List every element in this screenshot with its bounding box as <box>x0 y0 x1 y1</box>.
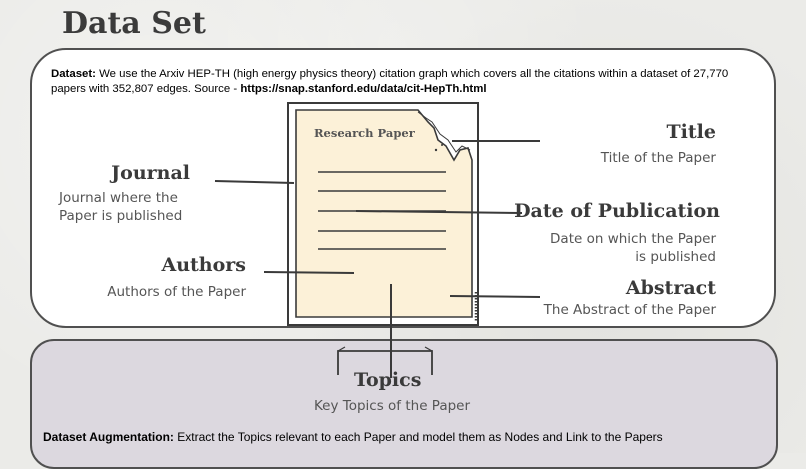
torn-fragment <box>434 148 438 152</box>
paper-sheet <box>295 109 473 318</box>
title-description: Title of the Paper <box>600 150 716 166</box>
journal-description-line1: Journal where the <box>59 190 178 206</box>
paper-diagram: Research Paper <box>214 102 541 378</box>
abstract-connector <box>449 295 541 298</box>
dataset-description: Dataset: We use the Arxiv HEP-TH (high e… <box>51 67 757 97</box>
page-title: Data Set <box>62 6 206 41</box>
topics-bracket <box>424 346 433 352</box>
augmentation-label: Dataset Augmentation: <box>43 430 174 444</box>
abstract-description: The Abstract of the Paper <box>543 302 716 318</box>
date-label: Date of Publication <box>514 200 720 222</box>
topics-description: Key Topics of the Paper <box>314 398 471 414</box>
augmentation-text: Extract the Topics relevant to each Pape… <box>173 430 663 444</box>
date-description-line1: Date on which the Paper <box>550 231 716 247</box>
topics-label: Topics <box>354 369 422 391</box>
topics-bracket <box>337 346 346 352</box>
dataset-text: We use the Arxiv HEP-TH (high energy phy… <box>51 68 729 95</box>
date-description-line2: is published <box>635 249 716 265</box>
authors-description: Authors of the Paper <box>107 284 246 300</box>
augmentation-description: Dataset Augmentation: Extract the Topics… <box>43 430 663 444</box>
journal-connector <box>214 180 295 184</box>
title-label: Title <box>666 121 716 143</box>
date-connector <box>355 210 523 214</box>
torn-fragment <box>441 144 443 146</box>
augmentation-panel <box>30 339 778 469</box>
journal-label: Journal <box>111 162 190 184</box>
abstract-label: Abstract <box>625 277 716 299</box>
journal-description-line2: Paper is published <box>59 208 183 224</box>
dataset-label: Dataset: <box>51 68 96 80</box>
topics-bracket <box>337 350 433 375</box>
authors-label: Authors <box>161 254 246 276</box>
torn-edge <box>417 111 471 153</box>
paper-heading: Research Paper <box>314 126 416 140</box>
dataset-source-link[interactable]: https://snap.stanford.edu/data/cit-HepTh… <box>240 83 487 95</box>
authors-connector <box>263 271 355 274</box>
